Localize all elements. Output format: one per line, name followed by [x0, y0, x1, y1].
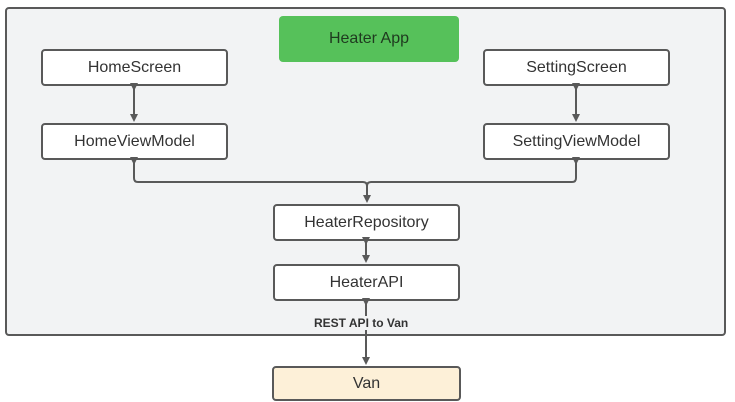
node-setting-screen[interactable]: SettingScreen [483, 49, 670, 86]
node-heater-repository[interactable]: HeaterRepository [273, 204, 460, 241]
app-title: Heater App [279, 16, 459, 62]
node-heater-api[interactable]: HeaterAPI [273, 264, 460, 301]
edge-label-rest-api: REST API to Van [312, 316, 411, 330]
node-van[interactable]: Van [272, 366, 461, 401]
node-home-view-model[interactable]: HomeViewModel [41, 123, 228, 160]
node-home-screen[interactable]: HomeScreen [41, 49, 228, 86]
node-setting-view-model[interactable]: SettingViewModel [483, 123, 670, 160]
